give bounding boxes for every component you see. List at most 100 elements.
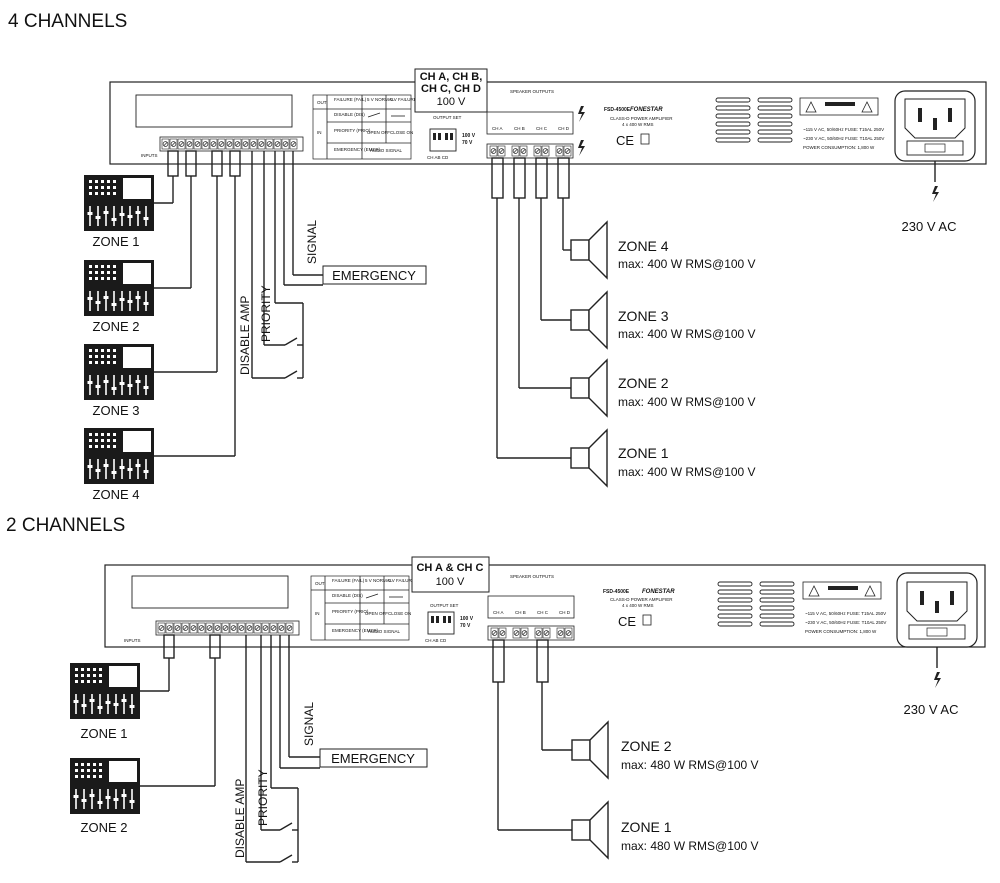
warning-label bbox=[799, 97, 879, 116]
speaker-zone-label: ZONE 4 bbox=[618, 238, 669, 254]
weee-icon bbox=[642, 614, 652, 626]
panel-chb-label: CH B bbox=[514, 126, 525, 131]
zone-label: ZONE 2 bbox=[81, 820, 128, 835]
speaker-zone-label: ZONE 1 bbox=[621, 819, 672, 835]
priority-label: PRIORITY bbox=[259, 285, 273, 342]
section-4-channels: 4 CHANNELS OUT IN FAILURE (FAIL) 5 V NOR… bbox=[8, 11, 987, 502]
zone-controller: ZONE 1 bbox=[83, 174, 155, 249]
speaker-spec-label: max: 400 W RMS@100 V bbox=[618, 465, 756, 479]
panel-emergency-label: EMERGENCY (EMER) bbox=[334, 147, 381, 152]
ce-mark: CE bbox=[616, 133, 634, 148]
emergency-label: EMERGENCY bbox=[331, 751, 415, 766]
speaker-wiring bbox=[491, 157, 571, 459]
panel-normal-label: 5 V NORMAL bbox=[367, 97, 395, 102]
zone-label: ZONE 1 bbox=[81, 726, 128, 741]
zone-controller: ZONE 3 bbox=[83, 343, 155, 418]
speakers: ZONE 2 max: 480 W RMS@100 V ZONE 1 max: … bbox=[571, 721, 759, 859]
panel-cha-label: CH A bbox=[492, 126, 503, 131]
panel-model-label: FSD-4500E bbox=[603, 589, 630, 595]
callout-line1: CH A & CH C bbox=[416, 562, 483, 574]
speaker-wiring bbox=[492, 639, 572, 831]
zone-controller: ZONE 1 bbox=[69, 662, 141, 741]
zone-controller: ZONE 4 bbox=[83, 427, 155, 502]
speaker-spec-label: max: 400 W RMS@100 V bbox=[618, 257, 756, 271]
warning-label bbox=[802, 581, 882, 600]
panel-chb-label: CH B bbox=[515, 610, 526, 615]
input-wiring bbox=[140, 634, 320, 863]
section-title: 4 CHANNELS bbox=[8, 11, 127, 32]
panel-consumption-label: POWER CONSUMPTION: 1,800 W bbox=[803, 145, 875, 150]
panel-priority-label: PRIORITY (PRIO) bbox=[334, 128, 371, 133]
zone-label: ZONE 3 bbox=[93, 403, 140, 418]
panel-open-label: OPEN OFF bbox=[367, 130, 390, 135]
panel-normal-label: 5 V NORMAL bbox=[365, 578, 393, 583]
speaker: ZONE 1 max: 480 W RMS@100 V bbox=[571, 801, 759, 859]
warning-icon bbox=[864, 585, 876, 597]
speaker-spec-label: max: 400 W RMS@100 V bbox=[618, 327, 756, 341]
callout-value: 100 V bbox=[437, 96, 466, 108]
panel-desc1-label: CLASS-D POWER AMPLIFIER bbox=[610, 597, 673, 602]
speaker-zone-label: ZONE 1 bbox=[618, 445, 669, 461]
panel-close-label: CLOSE ON bbox=[388, 611, 411, 616]
panel-close-label: CLOSE ON bbox=[390, 130, 413, 135]
panel-output-set-label: OUTPUT SET bbox=[433, 115, 462, 120]
warning-icon bbox=[805, 101, 817, 113]
priority-label: PRIORITY bbox=[256, 769, 270, 826]
panel-230v-label: ~230 V AC, 50/60Hz FUSE: T10AL 250V bbox=[803, 136, 884, 141]
panel-100v-label: 100 V bbox=[460, 616, 474, 622]
emergency-box bbox=[319, 748, 428, 768]
zone-controller: ZONE 2 bbox=[83, 259, 155, 334]
power-icon bbox=[932, 186, 939, 202]
panel-open-label: OPEN OFF bbox=[365, 611, 388, 616]
section-title: 2 CHANNELS bbox=[6, 515, 125, 536]
panel-audio-signal-label: AUDIO SIGNAL bbox=[368, 629, 401, 634]
speaker: ZONE 4 max: 400 W RMS@100 V bbox=[570, 221, 756, 279]
power-icon bbox=[934, 672, 941, 688]
panel-chd-label: CH D bbox=[558, 126, 570, 131]
input-terminals bbox=[157, 622, 294, 634]
panel-115v-label: ~115 V AC, 50/60Hz FUSE: T15AL 250V bbox=[803, 127, 884, 132]
panel-desc2-label: 4 x 400 W RMS bbox=[622, 603, 654, 608]
emergency-label: EMERGENCY bbox=[332, 268, 416, 283]
panel-100v-label: 100 V bbox=[462, 133, 476, 139]
speaker-zone-label: ZONE 2 bbox=[621, 738, 672, 754]
emergency-box bbox=[322, 265, 427, 285]
panel-chd-label: CH D bbox=[559, 610, 571, 615]
panel-ch-label: CH AB CD bbox=[425, 638, 447, 643]
speaker-zone-label: ZONE 2 bbox=[618, 375, 669, 391]
callout-line2: CH C, CH D bbox=[421, 83, 481, 95]
zone-label: ZONE 1 bbox=[93, 234, 140, 249]
power-voltage-label: 230 V AC bbox=[902, 219, 957, 234]
disable-amp-label: DISABLE AMP bbox=[238, 296, 252, 375]
panel-out-label: OUT bbox=[315, 581, 325, 586]
panel-audio-signal-label: AUDIO SIGNAL bbox=[370, 148, 403, 153]
warning-icon bbox=[861, 101, 873, 113]
panel-disable-label: DISABLE (DIS) bbox=[332, 593, 363, 598]
panel-failure2-label: 0 V FAILURE bbox=[390, 97, 417, 102]
panel-brand-label: FONESTAR bbox=[630, 107, 663, 113]
speaker-spec-label: max: 480 W RMS@100 V bbox=[621, 839, 759, 853]
speaker: ZONE 3 max: 400 W RMS@100 V bbox=[570, 291, 756, 349]
speaker-zone-label: ZONE 3 bbox=[618, 308, 669, 324]
panel-inputs-label: INPUTS bbox=[124, 638, 141, 643]
panel-desc2-label: 4 x 400 W RMS bbox=[622, 122, 654, 127]
panel-115v-label: ~115 V AC, 50/60Hz FUSE: T15AL 250V bbox=[805, 611, 886, 616]
weee-icon bbox=[640, 133, 650, 145]
panel-in-label: IN bbox=[317, 130, 322, 135]
zone-label: ZONE 4 bbox=[93, 487, 140, 502]
panel-cha-label: CH A bbox=[493, 610, 504, 615]
panel-out-label: OUT bbox=[317, 100, 327, 105]
signal-label: SIGNAL bbox=[302, 702, 316, 746]
input-wiring bbox=[154, 150, 323, 457]
panel-failure-label: FAILURE (FAIL) bbox=[334, 97, 367, 102]
panel-failure2-label: 0 V FAILURE bbox=[388, 578, 415, 583]
input-terminals bbox=[161, 138, 298, 150]
panel-consumption-label: POWER CONSUMPTION: 1,800 W bbox=[805, 629, 877, 634]
panel-70v-label: 70 V bbox=[462, 140, 473, 146]
panel-ch-label: CH AB CD bbox=[427, 155, 449, 160]
panel-speaker-outputs-label: SPEAKER OUTPUTS bbox=[510, 574, 554, 579]
callout-value: 100 V bbox=[436, 576, 465, 588]
speaker-spec-label: max: 480 W RMS@100 V bbox=[621, 758, 759, 772]
zone-controllers: ZONE 1 ZONE 2 ZONE 3 ZONE 4 bbox=[83, 174, 155, 502]
